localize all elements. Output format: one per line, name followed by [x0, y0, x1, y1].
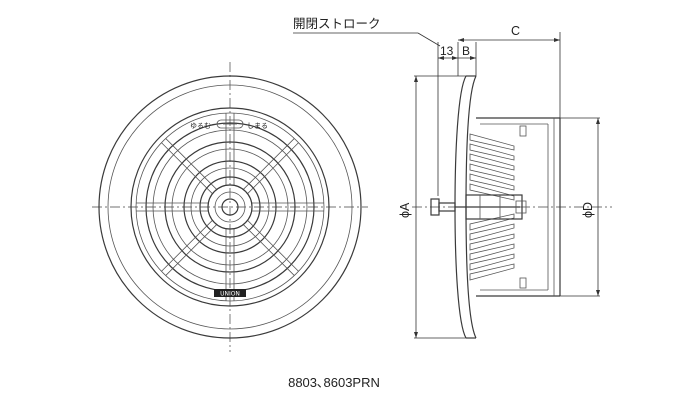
grille-ring [183, 160, 277, 254]
grille-ring [164, 141, 296, 273]
louver-vanes [469, 133, 515, 281]
damper-shaft [430, 194, 527, 220]
grille-spoke [243, 224, 295, 276]
dim-phi-d-label: ϕD [581, 202, 595, 218]
dim-13-label: 13 [440, 44, 454, 58]
grille-ring [152, 129, 308, 285]
grille-rings [145, 122, 315, 292]
grille-spoke [247, 142, 299, 194]
grille-spoke [243, 138, 295, 190]
grille-spoke [165, 224, 217, 276]
close-direction-label: しまる [247, 122, 268, 130]
dim-b-label: B [462, 44, 470, 58]
body-tab-bottom [519, 277, 527, 289]
grille-ring [190, 167, 270, 247]
center-hub-outer [207, 184, 253, 230]
louver-vane [469, 153, 515, 171]
louver-vane [469, 163, 515, 181]
grille-outer-ring [130, 107, 330, 307]
louver-vane [469, 173, 515, 191]
grille-outer-ring-inner [135, 112, 325, 302]
grille-ring [171, 148, 289, 266]
brand-plate-text: UNION [220, 291, 240, 298]
louver-vane [469, 143, 515, 161]
front-view: ゆるむ しまる UNION [92, 62, 368, 352]
stroke-leader-line [417, 32, 441, 47]
body-tab-top [519, 125, 527, 137]
side-view [412, 75, 612, 339]
outer-flange-inner-edge [107, 84, 353, 330]
louver-vane [469, 263, 515, 281]
louver-vane [469, 253, 515, 271]
grille-spoke [247, 220, 299, 272]
outer-flange-rim [98, 75, 362, 339]
louver-vane [469, 183, 515, 201]
grille-spoke [161, 142, 213, 194]
dimensions: 開閉ストローク 13 B C ϕA ϕD [293, 17, 600, 339]
louver-vane [469, 243, 515, 261]
stroke-label: 開閉ストローク [293, 17, 381, 31]
brand-plate: UNION [214, 289, 246, 298]
dim-c-label: C [511, 24, 520, 38]
louver-vane [469, 133, 515, 151]
center-knob [221, 198, 239, 216]
open-direction-label: ゆるむ [190, 122, 211, 130]
louver-vane [469, 233, 515, 251]
model-caption: 8803､8603PRN [288, 375, 380, 390]
grille-spoke [165, 138, 217, 190]
grille-spoke [161, 220, 213, 272]
dim-phi-a-label: ϕA [398, 202, 412, 218]
grille-spokes [136, 113, 324, 301]
grille-ring [199, 176, 261, 238]
louver-vane [469, 213, 515, 231]
adjust-slot-icon [216, 119, 244, 129]
center-hub-mid [214, 191, 246, 223]
louver-vane [469, 223, 515, 241]
